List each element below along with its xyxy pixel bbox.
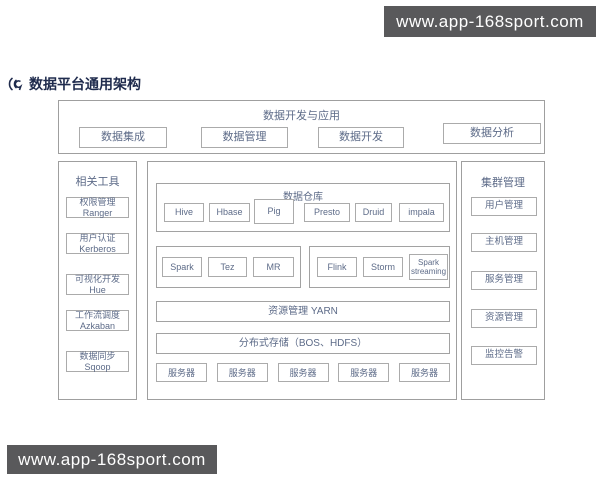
node-data-integration: 数据集成	[79, 127, 167, 148]
tool-ranger: 权限管理 Ranger	[66, 197, 129, 218]
tool-azkaban-name: Azkaban	[79, 320, 116, 331]
node-presto: Presto	[304, 203, 350, 222]
node-data-analysis: 数据分析	[443, 123, 541, 144]
node-spark-streaming-line2: streaming	[410, 267, 447, 276]
section-data-dev-app-label: 数据开发与应用	[263, 110, 340, 122]
group-data-warehouse-label: 数据仓库	[283, 192, 323, 203]
watermark-bottom: www.app-168sport.com	[7, 445, 217, 474]
page-title: 数据平台通用架构	[8, 74, 141, 94]
tool-ranger-role: 权限管理	[79, 197, 116, 208]
bar-yarn-resource-management: 资源管理 YARN	[156, 301, 450, 322]
node-tez: Tez	[208, 257, 247, 277]
node-hbase: Hbase	[209, 203, 250, 222]
node-spark: Spark	[162, 257, 202, 277]
group-batch-engines: Spark Tez MR	[156, 246, 301, 288]
tool-kerberos: 用户认证 Kerberos	[66, 233, 129, 254]
node-flink: Flink	[317, 257, 357, 277]
tool-azkaban-role: 工作流调度	[74, 310, 120, 321]
section-cluster-management: 集群管理 用户管理 主机管理 服务管理 资源管理 监控告警	[461, 161, 545, 400]
tool-kerberos-role: 用户认证	[79, 233, 116, 244]
section-cluster-management-label: 集群管理	[481, 177, 525, 189]
tool-sqoop-name: Sqoop	[84, 361, 111, 372]
cluster-host-management: 主机管理	[471, 233, 537, 252]
group-stream-engines: Flink Storm Spark streaming	[309, 246, 450, 288]
tool-hue-name: Hue	[89, 284, 106, 295]
tool-hue: 可视化开发 Hue	[66, 274, 129, 295]
page-title-text: 数据平台通用架构	[29, 76, 141, 92]
bar-distributed-storage: 分布式存储（BOS、HDFS）	[156, 333, 450, 354]
node-server: 服务器	[156, 363, 207, 382]
row-servers: 服务器 服务器 服务器 服务器 服务器	[156, 363, 450, 382]
section-platform-core: 数据仓库 Hive Hbase Pig Presto Druid impala …	[147, 161, 457, 400]
cluster-service-management: 服务管理	[471, 271, 537, 290]
section-data-dev-app: 数据开发与应用 数据集成 数据管理 数据开发 数据分析	[58, 100, 545, 154]
node-druid: Druid	[355, 203, 392, 222]
tool-ranger-name: Ranger	[82, 207, 113, 218]
section-related-tools-label: 相关工具	[75, 176, 120, 188]
logo-icon	[8, 77, 23, 91]
node-storm: Storm	[363, 257, 403, 277]
node-hive: Hive	[164, 203, 204, 222]
watermark-top: www.app-168sport.com	[384, 6, 596, 37]
cluster-monitor-alert: 监控告警	[471, 346, 537, 365]
group-data-warehouse: 数据仓库 Hive Hbase Pig Presto Druid impala	[156, 183, 450, 232]
tool-sqoop: 数据同步 Sqoop	[66, 351, 129, 372]
node-server: 服务器	[216, 363, 268, 382]
tool-azkaban: 工作流调度 Azkaban	[66, 310, 129, 331]
node-server: 服务器	[277, 363, 329, 382]
tool-sqoop-role: 数据同步	[79, 351, 116, 362]
node-spark-streaming: Spark streaming	[409, 254, 448, 280]
tool-kerberos-name: Kerberos	[79, 243, 116, 254]
node-server: 服务器	[338, 363, 390, 382]
cluster-resource-management: 资源管理	[471, 309, 537, 328]
node-spark-streaming-line1: Spark	[418, 257, 439, 267]
node-mr: MR	[253, 257, 294, 277]
node-pig: Pig	[254, 199, 294, 224]
node-impala: impala	[399, 203, 444, 222]
tool-hue-role: 可视化开发	[74, 274, 120, 285]
section-related-tools: 相关工具 权限管理 Ranger 用户认证 Kerberos 可视化开发 Hue…	[58, 161, 137, 400]
node-data-development: 数据开发	[318, 127, 404, 148]
node-data-management: 数据管理	[201, 127, 288, 148]
cluster-user-management: 用户管理	[471, 197, 537, 216]
node-server: 服务器	[399, 363, 450, 382]
